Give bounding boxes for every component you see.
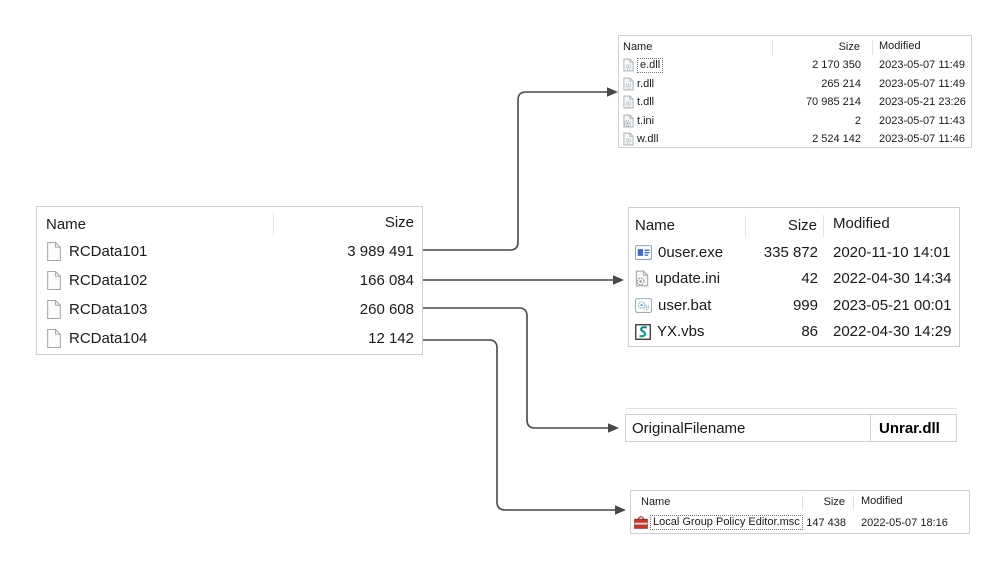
arrow-rcdata104-to-msc-panel bbox=[423, 339, 615, 511]
resource-size: 260 608 bbox=[359, 301, 414, 318]
list-item[interactable]: Local Group Policy Editor.msc 147 438 20… bbox=[631, 511, 969, 534]
list-item[interactable]: w.dll 2 524 142 2023-05-07 11:46 bbox=[619, 130, 971, 149]
exe-file-icon bbox=[635, 244, 652, 260]
file-icon bbox=[46, 300, 62, 319]
list-item[interactable]: t.dll 70 985 214 2023-05-21 23:26 bbox=[619, 93, 971, 112]
ini-file-icon bbox=[623, 114, 634, 128]
extracted-dll-file-list: Name Size Modified e.dll 2 170 350 2023-… bbox=[618, 35, 972, 148]
file-name: e.dll bbox=[637, 57, 664, 73]
bat-file-icon bbox=[635, 297, 652, 313]
arrowhead bbox=[608, 423, 619, 433]
arrowhead bbox=[615, 505, 626, 515]
list-item[interactable]: update.ini 42 2022-04-30 14:34 bbox=[629, 266, 959, 293]
column-header-modified[interactable]: Modified bbox=[861, 495, 903, 507]
list-item[interactable]: RCData104 12 142 bbox=[37, 324, 422, 353]
file-name: 0user.exe bbox=[658, 243, 724, 261]
column-header-modified[interactable]: Modified bbox=[879, 40, 921, 52]
file-modified: 2023-05-07 11:49 bbox=[879, 77, 966, 90]
column-header-size[interactable]: Size bbox=[773, 39, 873, 55]
resource-name: RCData103 bbox=[69, 301, 148, 318]
file-modified: 2020-11-10 14:01 bbox=[833, 243, 951, 261]
column-header-size[interactable]: Size bbox=[384, 213, 414, 231]
dll-file-icon bbox=[623, 132, 634, 146]
column-header-modified[interactable]: Modified bbox=[833, 215, 890, 232]
file-name: t.dll bbox=[637, 96, 655, 109]
list-item[interactable]: user.bat 999 2023-05-21 00:01 bbox=[629, 292, 959, 319]
file-name: w.dll bbox=[637, 133, 659, 146]
column-header-size[interactable]: Size bbox=[746, 214, 824, 237]
file-name: r.dll bbox=[637, 77, 655, 90]
file-size: 147 438 bbox=[806, 516, 846, 529]
file-modified: 2022-05-07 18:16 bbox=[861, 516, 948, 529]
arrow-rcdata103-to-property-panel bbox=[423, 307, 608, 429]
resource-name: RCData101 bbox=[69, 243, 148, 260]
arrowhead bbox=[613, 275, 624, 285]
column-header-name[interactable]: Name bbox=[619, 39, 773, 55]
file-name: update.ini bbox=[655, 270, 721, 288]
file-modified: 2023-05-07 11:43 bbox=[879, 114, 966, 127]
file-name: t.ini bbox=[637, 114, 655, 127]
column-header-name[interactable]: Name bbox=[629, 214, 746, 237]
extracted-msc-file-list: Name Size Modified Local Group Policy Ed… bbox=[630, 490, 970, 534]
column-header-row: Name Size bbox=[37, 207, 422, 237]
file-size: 2 bbox=[854, 114, 861, 127]
file-size: 335 872 bbox=[763, 243, 818, 261]
file-size: 2 170 350 bbox=[812, 59, 861, 72]
vbs-file-icon bbox=[635, 323, 651, 340]
file-size: 265 214 bbox=[821, 77, 861, 90]
version-info-property-row: OriginalFilename Unrar.dll bbox=[625, 414, 957, 442]
resource-size: 3 989 491 bbox=[347, 243, 414, 260]
divider bbox=[625, 408, 957, 409]
file-size: 999 bbox=[792, 296, 818, 314]
list-item[interactable]: YX.vbs 86 2022-04-30 14:29 bbox=[629, 319, 959, 346]
column-header-name[interactable]: Name bbox=[631, 494, 803, 510]
extracted-user-file-list: Name Size Modified 0user.exe 335 872 202… bbox=[628, 207, 960, 347]
list-item[interactable]: RCData102 166 084 bbox=[37, 266, 422, 295]
file-icon bbox=[46, 271, 62, 290]
arrow-rcdata101-to-dll-panel bbox=[423, 91, 608, 251]
column-header-size[interactable]: Size bbox=[803, 494, 854, 510]
list-item[interactable]: RCData101 3 989 491 bbox=[37, 237, 422, 266]
file-name: user.bat bbox=[658, 296, 712, 314]
file-size: 86 bbox=[801, 323, 818, 341]
msc-file-icon bbox=[634, 516, 648, 529]
file-icon bbox=[46, 329, 62, 348]
ini-file-icon bbox=[635, 270, 649, 287]
resource-size: 12 142 bbox=[368, 330, 414, 347]
file-modified: 2023-05-07 11:49 bbox=[879, 59, 966, 72]
property-value: Unrar.dll bbox=[879, 419, 940, 437]
resource-name: RCData102 bbox=[69, 272, 148, 289]
column-header-name[interactable]: Name bbox=[37, 213, 274, 235]
file-size: 2 524 142 bbox=[812, 133, 861, 146]
file-size: 70 985 214 bbox=[805, 96, 861, 109]
list-item[interactable]: r.dll 265 214 2023-05-07 11:49 bbox=[619, 75, 971, 94]
dll-file-icon bbox=[623, 95, 634, 109]
resource-size: 166 084 bbox=[359, 272, 414, 289]
column-header-row: Name Size Modified bbox=[619, 36, 971, 56]
file-modified: 2023-05-21 00:01 bbox=[833, 296, 952, 314]
list-item[interactable]: t.ini 2 2023-05-07 11:43 bbox=[619, 112, 971, 131]
file-size: 42 bbox=[801, 270, 818, 288]
file-modified: 2022-04-30 14:34 bbox=[833, 270, 952, 288]
column-header-row: Name Size Modified bbox=[631, 491, 969, 511]
file-modified: 2022-04-30 14:29 bbox=[833, 323, 952, 341]
arrowhead bbox=[607, 87, 618, 97]
resource-name: RCData104 bbox=[69, 330, 148, 347]
list-item[interactable]: e.dll 2 170 350 2023-05-07 11:49 bbox=[619, 56, 971, 75]
column-header-row: Name Size Modified bbox=[629, 208, 959, 239]
file-modified: 2023-05-21 23:26 bbox=[879, 96, 966, 109]
property-label: OriginalFilename bbox=[626, 415, 871, 441]
file-name: Local Group Policy Editor.msc bbox=[650, 515, 803, 530]
list-item[interactable]: 0user.exe 335 872 2020-11-10 14:01 bbox=[629, 239, 959, 266]
file-modified: 2023-05-07 11:46 bbox=[879, 133, 966, 146]
list-item[interactable]: RCData103 260 608 bbox=[37, 295, 422, 324]
dll-file-icon bbox=[623, 77, 634, 91]
rcdata-resource-list: Name Size RCData101 3 989 491 RCData102 … bbox=[36, 206, 423, 355]
file-name: YX.vbs bbox=[657, 323, 705, 341]
dll-file-icon bbox=[623, 58, 634, 72]
file-icon bbox=[46, 242, 62, 261]
